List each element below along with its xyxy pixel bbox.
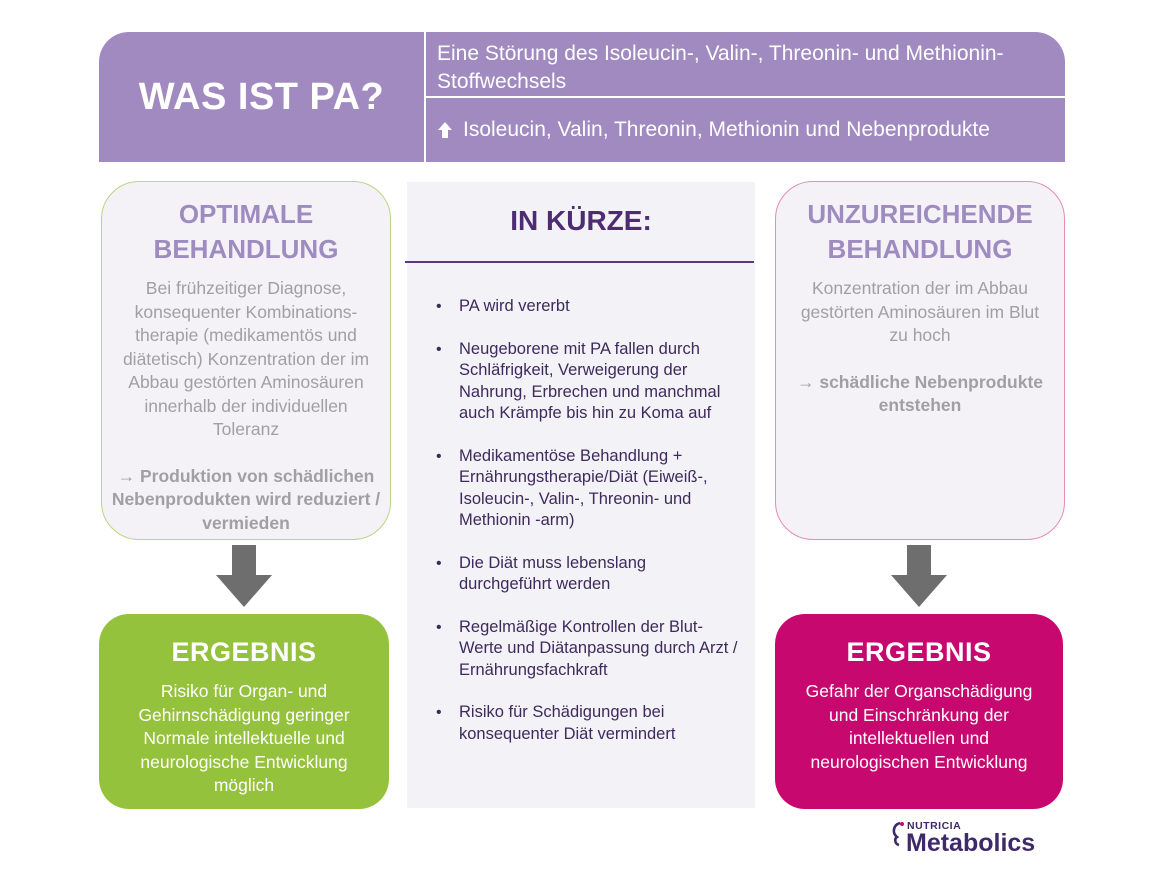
logo-mark-icon — [892, 821, 904, 847]
header-banner: WAS IST PA? Eine Störung des Isoleucin-,… — [99, 32, 1065, 162]
summary-item: Risiko für Schädigungen bei konsequenter… — [432, 702, 742, 745]
insufficient-treatment-box: UNZUREICHENDE BEHANDLUNG Konzentration d… — [775, 181, 1065, 540]
logo-brand-big: Metabolics — [906, 829, 1036, 857]
optimal-treatment-box: OPTIMALE BEHANDLUNG Bei frühzeitiger Dia… — [101, 181, 391, 540]
nutricia-metabolics-logo: NUTRICIA Metabolics — [890, 818, 1050, 862]
result-bad-text: Gefahr der Organschädigung und Einschrän… — [805, 681, 1033, 772]
header-divider-vertical — [424, 32, 426, 162]
header-elevated-substances: Isoleucin, Valin, Threonin, Methionin un… — [437, 116, 1057, 144]
up-arrow-icon — [438, 122, 452, 138]
summary-item: Neugeborene mit PA fallen durch Schläfri… — [432, 339, 742, 425]
logo-brand-small: NUTRICIA — [907, 820, 962, 832]
optimal-treatment-body: Bei frühzeitiger Diagnose, konsequenter … — [122, 278, 370, 439]
summary-list: PA wird vererbt Neugeborene mit PA falle… — [432, 296, 742, 766]
result-good-title: ERGEBNIS — [171, 637, 317, 667]
result-bad-title: ERGEBNIS — [846, 637, 992, 667]
optimal-treatment-result: → Produktion von schädlichen Nebenproduk… — [111, 465, 381, 533]
header-definition: Eine Störung des Isoleucin-, Valin-, Thr… — [437, 42, 1004, 93]
insufficient-treatment-heading: UNZUREICHENDE BEHANDLUNG — [807, 199, 1033, 264]
page-title: WAS IST PA? — [138, 75, 385, 118]
summary-divider — [405, 261, 754, 263]
down-arrow-icon — [891, 545, 947, 607]
summary-title: IN KÜRZE: — [510, 205, 652, 236]
optimal-treatment-heading: OPTIMALE BEHANDLUNG — [153, 199, 339, 264]
header-elevated-text: Isoleucin, Valin, Threonin, Methionin un… — [463, 118, 990, 141]
header-divider-horizontal — [426, 96, 1065, 98]
result-good-text: Risiko für Organ- und Gehirnschädigung g… — [138, 681, 350, 795]
summary-item: Medikamentöse Behandlung + Ernährungsthe… — [432, 446, 742, 532]
insufficient-treatment-body: Konzentration der im Abbau gestörten Ami… — [800, 278, 1040, 345]
summary-item: Die Diät muss lebenslang durchgeführt we… — [432, 553, 742, 596]
summary-item: PA wird vererbt — [432, 296, 742, 318]
result-bad-box: ERGEBNIS Gefahr der Organschädigung und … — [775, 614, 1063, 809]
down-arrow-icon — [216, 545, 272, 607]
insufficient-treatment-result: → schädliche Nebenprodukte entstehen — [796, 371, 1044, 416]
result-good-box: ERGEBNIS Risiko für Organ- und Gehirnsch… — [99, 614, 389, 809]
summary-item: Regelmäßige Kontrollen der Blut-Werte un… — [432, 617, 742, 682]
